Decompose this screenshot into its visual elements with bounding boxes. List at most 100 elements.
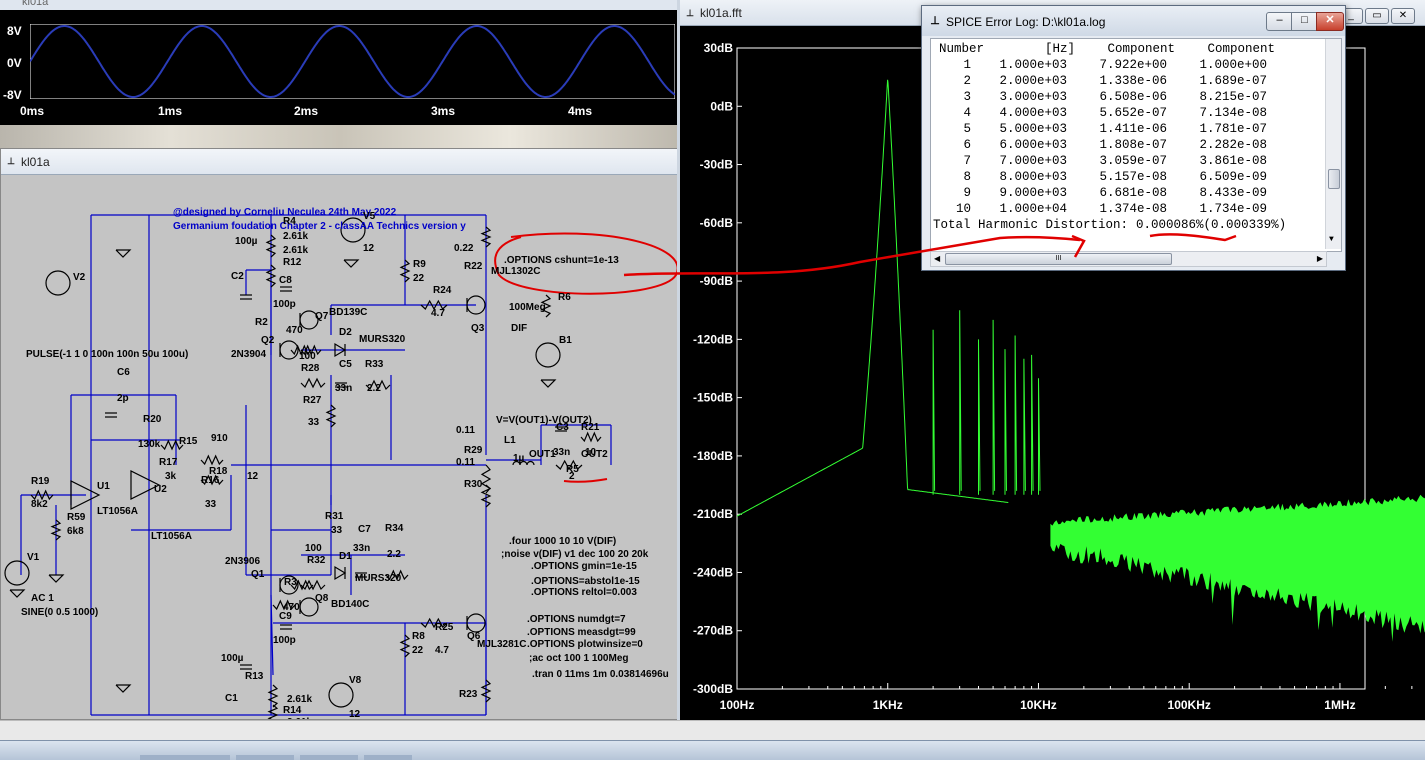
- hscroll-grip: III: [1056, 255, 1062, 262]
- c7: C7: [358, 524, 371, 535]
- r4-val: 2.61k: [283, 231, 308, 242]
- fft-y-tick: -60dB: [700, 216, 734, 230]
- log-frequency: 8.000e+03: [971, 169, 1067, 185]
- spice-directive: .OPTIONS cshunt=1e-13: [504, 255, 619, 266]
- spice-log-maximize-button[interactable]: □: [1291, 12, 1318, 31]
- spice-log-close-button[interactable]: ✕: [1316, 12, 1344, 31]
- r30: R30: [464, 479, 483, 490]
- l1: L1: [504, 435, 516, 446]
- r23: R23: [459, 689, 478, 700]
- log-number: 8: [931, 169, 971, 185]
- c6-val: 2p: [117, 393, 129, 404]
- waveform-y-tick-2: 0V: [7, 56, 22, 70]
- log-component-1: 6.681e-08: [1067, 185, 1167, 201]
- r2: R2: [255, 317, 268, 328]
- spice-log-content[interactable]: Number [Hz] Component Component 11.000e+…: [930, 38, 1342, 252]
- spice-log-vscrollbar[interactable]: ▼: [1325, 39, 1341, 249]
- taskbar-item[interactable]: [364, 755, 412, 760]
- d1-type: MURS320: [355, 573, 402, 584]
- q2: Q2: [261, 335, 275, 346]
- spice-directive: .OPTIONS measdgt=99: [527, 627, 636, 638]
- log-number: 7: [931, 153, 971, 169]
- q6-type: MJL3281C: [477, 639, 526, 650]
- hscroll-thumb[interactable]: III: [945, 253, 1172, 265]
- log-component-1: 6.508e-06: [1067, 89, 1167, 105]
- dif-label: DIF: [511, 323, 527, 334]
- log-component-2: 7.134e-08: [1167, 105, 1267, 121]
- scroll-down-arrow[interactable]: ▼: [1329, 235, 1334, 244]
- fft-x-tick: 1MHz: [1324, 698, 1355, 712]
- fft-y-tick: 30dB: [704, 41, 734, 55]
- r22-val: 0.22: [454, 243, 474, 254]
- r13-val: 2.61k: [287, 694, 312, 705]
- q7-type: BD139C: [329, 307, 367, 318]
- spice-directive: .tran 0 11ms 1m 0.03814696u: [532, 669, 669, 680]
- taskbar-item[interactable]: [236, 755, 294, 760]
- c5-val: 33n: [335, 383, 352, 394]
- log-number: 9: [931, 185, 971, 201]
- fft-y-tick: -180dB: [693, 449, 733, 463]
- spice-log-minimize-button[interactable]: –: [1266, 12, 1293, 31]
- log-component-1: 3.059e-07: [1067, 153, 1167, 169]
- r27-val: 33: [308, 417, 320, 428]
- fft-y-tick: -210dB: [693, 507, 733, 521]
- fft-y-tick: -270dB: [693, 624, 733, 638]
- r28-val: 100: [299, 351, 316, 362]
- v1-label: V1: [27, 552, 40, 563]
- log-row: 66.000e+031.808e-072.282e-08: [931, 137, 1341, 153]
- c7-val: 33n: [353, 543, 370, 554]
- spice-log-hscrollbar[interactable]: ◀ III ▶: [930, 251, 1327, 267]
- log-row: 33.000e+036.508e-068.215e-07: [931, 89, 1341, 105]
- waveform-titlebar[interactable]: kl01a: [0, 0, 680, 10]
- fft-title: kl01a.fft: [700, 6, 742, 20]
- spice-log-titlebar[interactable]: ⊥ SPICE Error Log: D:\kl01a.log – □ ✕: [922, 6, 1345, 36]
- q7: Q7: [315, 311, 329, 322]
- l1-val: 1µ: [513, 453, 525, 464]
- log-frequency: 7.000e+03: [971, 153, 1067, 169]
- taskbar-item[interactable]: [300, 755, 358, 760]
- q1: Q1: [251, 569, 265, 580]
- log-component-2: 2.282e-08: [1167, 137, 1267, 153]
- d2: D2: [339, 327, 352, 338]
- scroll-left-arrow[interactable]: ◀: [934, 252, 940, 266]
- r32-val: 100: [305, 543, 322, 554]
- v8-label: V8: [349, 675, 362, 686]
- r34: R34: [385, 523, 404, 534]
- c9: C9: [279, 611, 292, 622]
- fft-maximize-button[interactable]: ▭: [1365, 8, 1389, 24]
- schematic-canvas[interactable]: @designed by Corneliu Neculea 24th May 2…: [1, 175, 679, 719]
- c3-val: 33n: [553, 447, 570, 458]
- log-component-2: 1.781e-07: [1167, 121, 1267, 137]
- log-frequency: 2.000e+03: [971, 73, 1067, 89]
- fft-y-tick: 0dB: [710, 99, 733, 113]
- header-component-2: Component: [1175, 41, 1275, 57]
- v5-label: V5: [363, 211, 376, 222]
- schematic-titlebar[interactable]: ⊥ kl01a: [1, 149, 679, 175]
- log-number: 10: [931, 201, 971, 217]
- fft-y-tick: -300dB: [693, 682, 733, 696]
- scroll-right-arrow[interactable]: ▶: [1317, 252, 1323, 266]
- fft-close-button[interactable]: ✕: [1391, 8, 1415, 24]
- r28: R28: [301, 363, 320, 374]
- schematic-window-icon: ⊥: [5, 155, 17, 167]
- taskbar-item[interactable]: [140, 755, 230, 760]
- fft-x-tick: 10KHz: [1020, 698, 1057, 712]
- fft-x-tick: 100Hz: [720, 698, 755, 712]
- c-100u-top: 100µ: [235, 236, 258, 247]
- header-number: Number: [931, 41, 993, 57]
- fft-x-tick: 100KHz: [1168, 698, 1211, 712]
- waveform-plot[interactable]: [30, 24, 675, 99]
- scroll-thumb[interactable]: [1328, 169, 1340, 189]
- r15: R15: [179, 436, 198, 447]
- schematic-window: ⊥ kl01a @designed by Corneliu Neculea 24…: [0, 148, 680, 720]
- r30-val: 0.11: [456, 457, 475, 468]
- r20: R20: [143, 414, 162, 425]
- log-component-2: 3.861e-08: [1167, 153, 1267, 169]
- r6-val: 100Meg: [509, 302, 546, 313]
- log-component-1: 1.808e-07: [1067, 137, 1167, 153]
- spice-directive: .OPTIONS=abstol1e-15: [531, 576, 640, 587]
- spice-log-rows: 11.000e+037.922e+001.000e+0022.000e+031.…: [931, 57, 1341, 217]
- r33-val: 2.2: [367, 383, 381, 394]
- r8: R8: [412, 631, 425, 642]
- fft-y-tick: -90dB: [700, 274, 734, 288]
